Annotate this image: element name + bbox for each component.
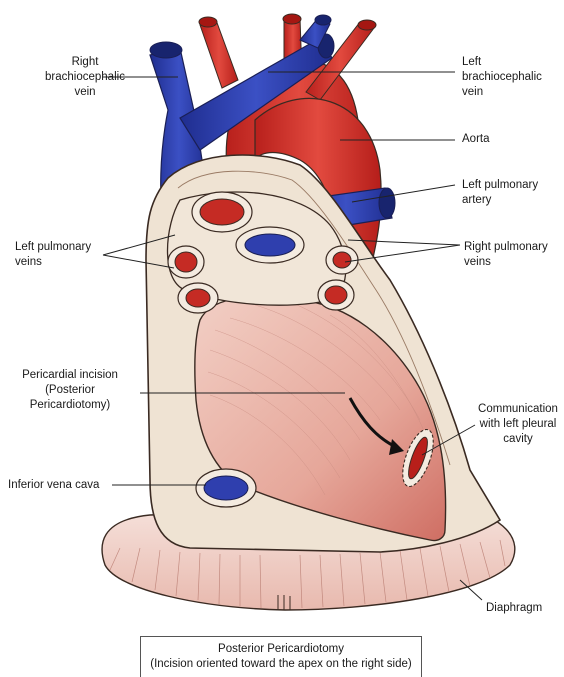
label-left-pulmonary-veins: Left pulmonary veins xyxy=(15,240,115,270)
label-right-pulmonary-veins: Right pulmonary veins xyxy=(464,240,564,270)
label-inferior-vena-cava: Inferior vena cava xyxy=(8,478,118,493)
label-left-pulmonary-artery: Left pulmonary artery xyxy=(462,178,562,208)
caption-subtitle: (Incision oriented toward the apex on th… xyxy=(141,657,421,672)
label-communication-pleural-cavity: Communication with left pleural cavity xyxy=(472,402,564,447)
label-left-brachiocephalic-vein: Left brachiocephalic vein xyxy=(462,55,562,100)
label-aorta: Aorta xyxy=(462,132,552,147)
label-right-brachiocephalic-vein: Right brachiocephalic vein xyxy=(30,55,140,100)
caption-box: Posterior Pericardiotomy (Incision orien… xyxy=(140,636,422,677)
label-pericardial-incision: Pericardial incision (Posterior Pericard… xyxy=(0,368,140,413)
label-diaphragm: Diaphragm xyxy=(486,601,562,616)
caption-title: Posterior Pericardiotomy xyxy=(141,642,421,657)
